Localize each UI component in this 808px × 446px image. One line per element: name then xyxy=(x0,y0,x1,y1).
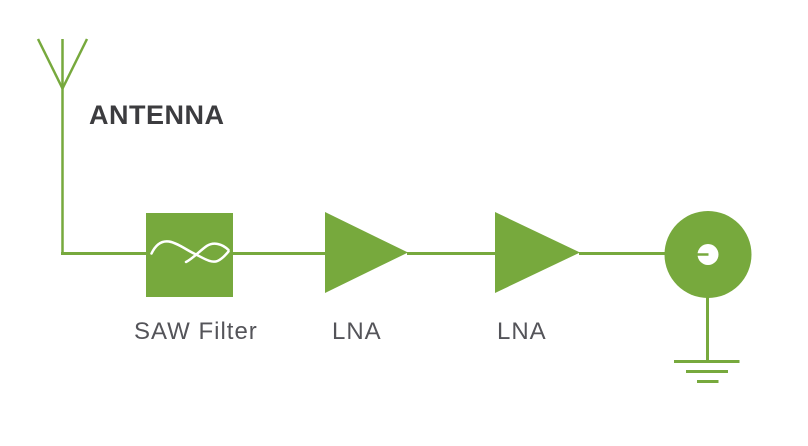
antenna-label: ANTENNA xyxy=(89,100,225,130)
antenna-icon xyxy=(36,38,89,255)
rf-connector-icon xyxy=(664,211,752,298)
antenna-left-arm-line xyxy=(36,38,64,90)
antenna-right-arm-line xyxy=(61,38,89,90)
lna2-label: LNA xyxy=(497,318,547,345)
saw-filter-label: SAW Filter xyxy=(134,318,258,345)
saw-filter-block xyxy=(146,213,233,297)
saw-filter-box xyxy=(146,213,233,297)
lna1-amplifier-triangle-icon xyxy=(325,212,408,293)
sine-wave-icon xyxy=(150,240,230,264)
sine-wave-cross-stroke xyxy=(184,242,230,264)
lna1-label: LNA xyxy=(332,318,382,345)
ground-icon xyxy=(674,296,740,383)
lna2-amplifier-triangle-icon xyxy=(495,212,580,293)
